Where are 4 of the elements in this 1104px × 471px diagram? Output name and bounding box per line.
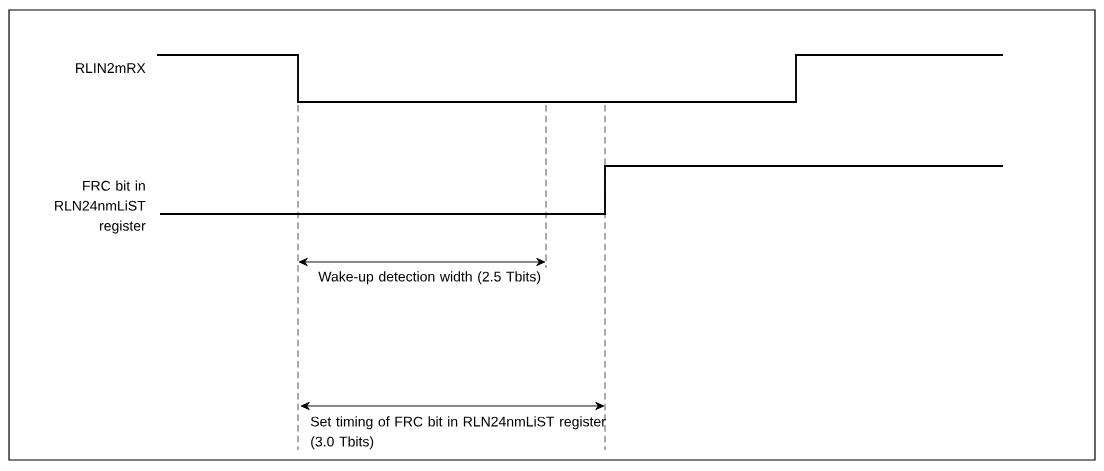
- signal-label: RLIN2mRX: [76, 63, 146, 73]
- dimension-label: Set timing of FRC bit in RLN24nmLiST register (3.0 Tbits): [310, 416, 606, 450]
- signal-label: FRC bit in RLN24nmLiST register: [55, 180, 146, 234]
- dimension-label: Wake-up detection width (2.5 Tbits): [318, 271, 541, 285]
